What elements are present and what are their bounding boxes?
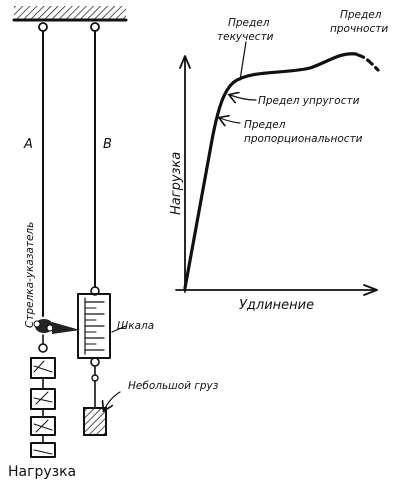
scale-leader [111,325,127,333]
scale [77,286,111,367]
proportional-limit-label-line2: пропорциональности [244,133,363,145]
ceiling [12,6,128,22]
wire-b-label: B [103,137,112,152]
yield-limit-label-line2: текучести [217,31,274,43]
x-axis-label: Удлинение [239,298,314,313]
graph-axes [175,55,378,296]
load-weights [30,357,56,458]
small-weight [83,365,107,436]
proportional-limit-leader [220,118,241,123]
y-axis-label: Нагрузка [169,152,184,215]
stress-strain-curve-dashed [356,53,380,72]
pointer-arrow [33,319,80,334]
strength-limit-label-line1: Предел [340,9,382,21]
load-chain [38,334,48,353]
yield-limit-label-line1: Предел [228,17,270,29]
wire-a-label: A [23,137,33,152]
small-weight-leader [104,391,121,410]
elastic-limit-label: Предел упругости [258,95,360,107]
scale-label: Шкала [117,320,154,332]
proportional-limit-label-line1: Предел [244,119,286,131]
elastic-limit-leader [230,95,257,100]
pointer-label: Стрелка-указатель [24,222,36,328]
wire-a [38,22,48,317]
yield-limit-leader [239,41,247,81]
small-weight-label: Небольшой груз [128,380,219,392]
wire-b [90,22,100,288]
strength-limit-label-line2: прочности [330,23,388,35]
load-label: Нагрузка [8,464,76,480]
stress-strain-curve [183,52,358,290]
